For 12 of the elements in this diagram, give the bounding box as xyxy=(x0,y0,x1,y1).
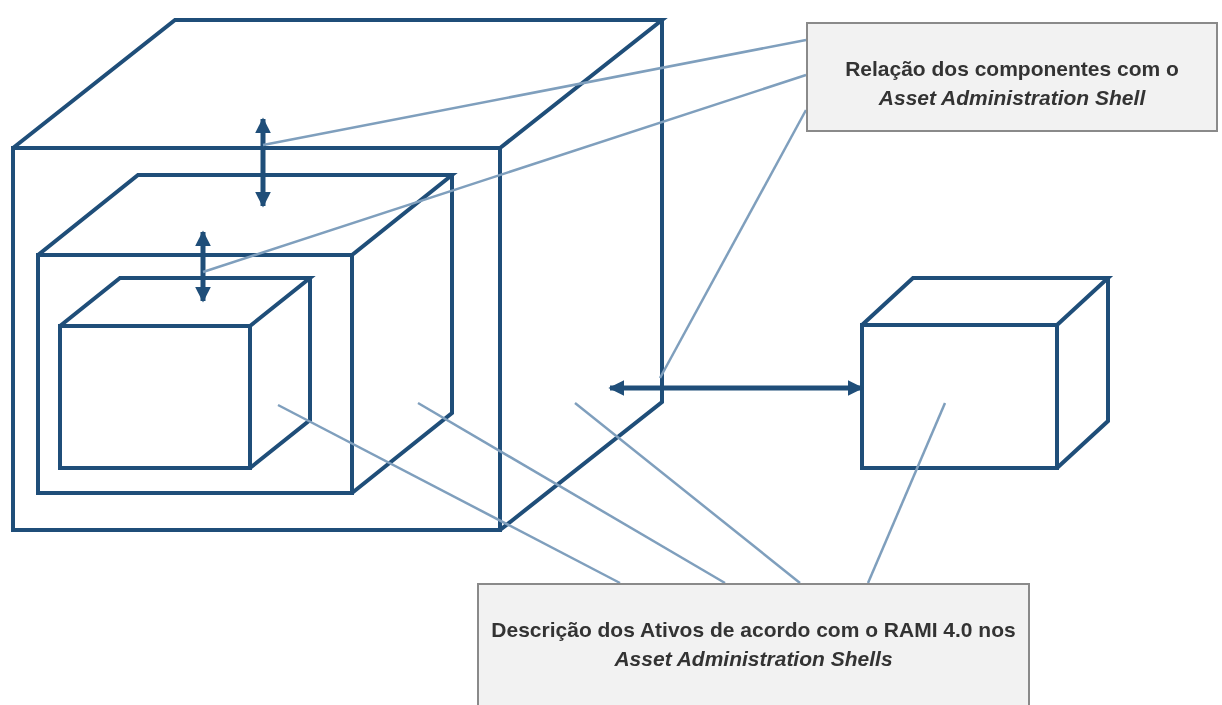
callout-text: Relação dos componentes com o Asset Administration Shell xyxy=(844,56,1180,111)
leader-line xyxy=(866,402,947,584)
leader-line xyxy=(574,402,801,584)
leader-line xyxy=(262,38,807,147)
callout-text: Descrição dos Ativos de acordo com o RAMI 4.0 nos Asset Administration Shells xyxy=(490,617,1017,672)
leader-line xyxy=(417,401,726,585)
cube-drawing xyxy=(860,276,1110,470)
leader-line xyxy=(277,403,621,585)
leader-line xyxy=(202,73,807,274)
leader-line xyxy=(658,109,808,379)
callout-box xyxy=(806,22,1218,132)
callout-box xyxy=(477,583,1030,705)
